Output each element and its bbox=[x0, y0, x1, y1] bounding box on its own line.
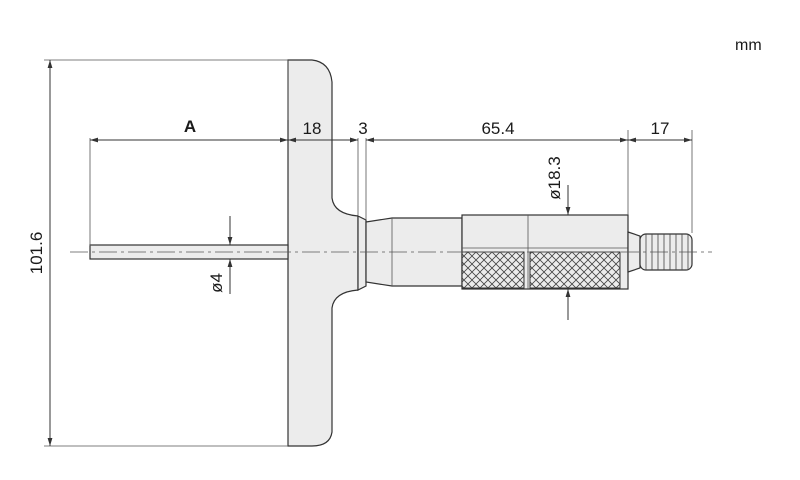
knurl-band-2 bbox=[529, 251, 621, 289]
dim-sleeve-length: 65.4 bbox=[481, 119, 514, 138]
dim-neck: 3 bbox=[358, 119, 367, 138]
dim-rod-diameter: ø4 bbox=[207, 273, 226, 293]
base-plate bbox=[287, 59, 359, 447]
dim-thimble-diameter: ø18.3 bbox=[545, 156, 564, 199]
unit-label: mm bbox=[735, 37, 762, 54]
dim-rod-length: A bbox=[184, 117, 196, 136]
dim-base-height: 101.6 bbox=[27, 232, 46, 275]
dim-ratchet-length: 17 bbox=[651, 119, 670, 138]
neck-collar bbox=[357, 215, 367, 291]
dim-base-thickness: 18 bbox=[303, 119, 322, 138]
knurl-band-1 bbox=[461, 251, 525, 289]
